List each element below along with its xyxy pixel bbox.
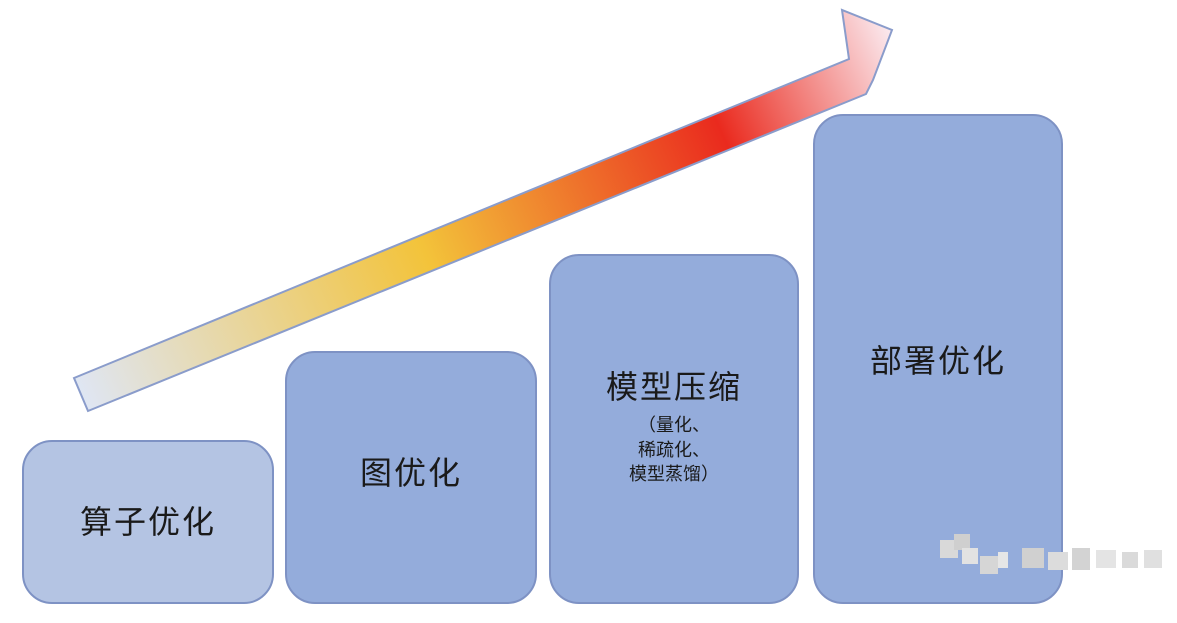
- step-deployment-optimization: 部署优化: [813, 114, 1063, 604]
- step-operator-optimization: 算子优化: [22, 440, 274, 604]
- step-graph-optimization: 图优化: [285, 351, 537, 604]
- step-model-compression: 模型压缩 （量化、 稀疏化、 模型蒸馏）: [549, 254, 799, 604]
- step-subtitle-line: 稀疏化、: [638, 439, 710, 461]
- step-title: 部署优化: [869, 342, 1006, 380]
- step-title: 算子优化: [79, 502, 216, 541]
- step-title: 图优化: [359, 454, 462, 493]
- blurred-watermark: [940, 534, 1162, 574]
- arrow-shape: [72, 8, 894, 413]
- step-subtitle: （量化、 稀疏化、 模型蒸馏）: [629, 414, 719, 487]
- step-subtitle-line: 模型蒸馏）: [629, 463, 719, 485]
- step-title: 模型压缩: [605, 368, 742, 406]
- step-subtitle-line: （量化、: [638, 415, 710, 437]
